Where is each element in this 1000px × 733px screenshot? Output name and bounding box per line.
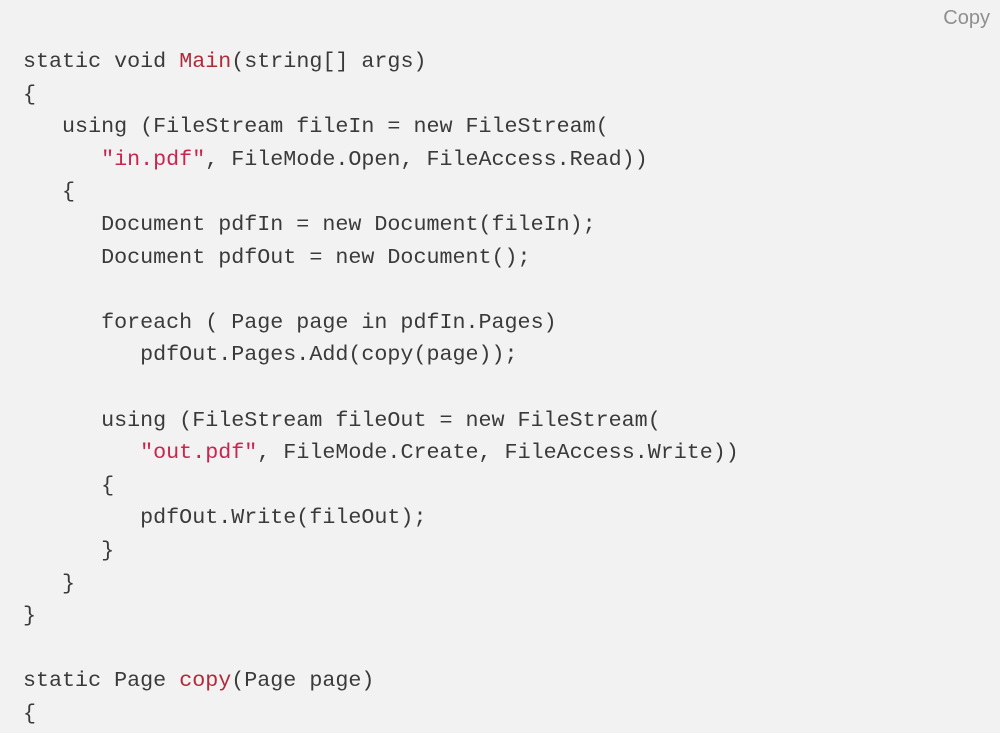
code-token-plain: } — [23, 603, 37, 629]
code-token-plain: foreach ( Page page in pdfIn.Pages) — [23, 309, 557, 335]
code-line: } — [23, 600, 739, 633]
code-token-plain: { — [23, 81, 37, 107]
code-token-plain: , FileMode.Create, FileAccess.Write)) — [257, 440, 739, 466]
code-line: Document pdfOut = new Document(); — [23, 242, 739, 275]
code-token-plain: Document pdfIn = new Document(fileIn); — [23, 211, 596, 237]
code-listing: static void Main(string[] args){ using (… — [23, 46, 739, 730]
code-line: pdfOut.Pages.Add(copy(page)); — [23, 339, 739, 372]
code-line: using (FileStream fileOut = new FileStre… — [23, 405, 739, 438]
code-token-plain: , FileMode.Open, FileAccess.Read)) — [205, 146, 648, 172]
code-line: static Page copy(Page page) — [23, 665, 739, 698]
code-token-plain: { — [23, 472, 115, 498]
code-line: { — [23, 176, 739, 209]
code-line: pdfOut.Write(fileOut); — [23, 502, 739, 535]
code-line: Document pdfIn = new Document(fileIn); — [23, 209, 739, 242]
code-token-string: "in.pdf" — [101, 146, 206, 172]
code-token-plain: } — [23, 537, 115, 563]
code-token-plain: (Page page) — [231, 668, 375, 694]
code-token-plain: Document pdfOut = new Document(); — [23, 244, 531, 270]
code-line: "in.pdf", FileMode.Open, FileAccess.Read… — [23, 144, 739, 177]
code-line: using (FileStream fileIn = new FileStrea… — [23, 111, 739, 144]
code-line: "out.pdf", FileMode.Create, FileAccess.W… — [23, 437, 739, 470]
code-line: } — [23, 568, 739, 601]
copy-button[interactable]: Copy — [943, 7, 990, 29]
code-token-plain: } — [23, 570, 76, 596]
code-line: { — [23, 698, 739, 731]
code-line: foreach ( Page page in pdfIn.Pages) — [23, 307, 739, 340]
code-line: static void Main(string[] args) — [23, 46, 739, 79]
code-line: } — [23, 535, 739, 568]
code-token-method: copy — [179, 668, 232, 694]
code-line — [23, 274, 739, 307]
code-token-plain: pdfOut.Pages.Add(copy(page)); — [23, 342, 518, 368]
code-line: { — [23, 470, 739, 503]
code-token-plain: { — [23, 179, 76, 205]
code-token-plain: { — [23, 700, 37, 726]
code-token-plain: static Page — [23, 668, 180, 694]
code-token-plain — [23, 440, 140, 465]
code-token-plain: (string[] args) — [231, 49, 427, 74]
code-line — [23, 633, 739, 666]
code-token-string: "out.pdf" — [140, 440, 258, 466]
code-token-plain: using (FileStream fileOut = new FileStre… — [23, 407, 661, 433]
code-token-plain — [23, 147, 101, 172]
code-token-method: Main — [179, 49, 232, 74]
code-line — [23, 372, 739, 405]
code-token-plain: pdfOut.Write(fileOut); — [23, 505, 427, 531]
code-token-plain: using (FileStream fileIn = new FileStrea… — [23, 114, 609, 140]
code-token-plain: static void — [23, 49, 180, 74]
code-line: { — [23, 79, 739, 112]
